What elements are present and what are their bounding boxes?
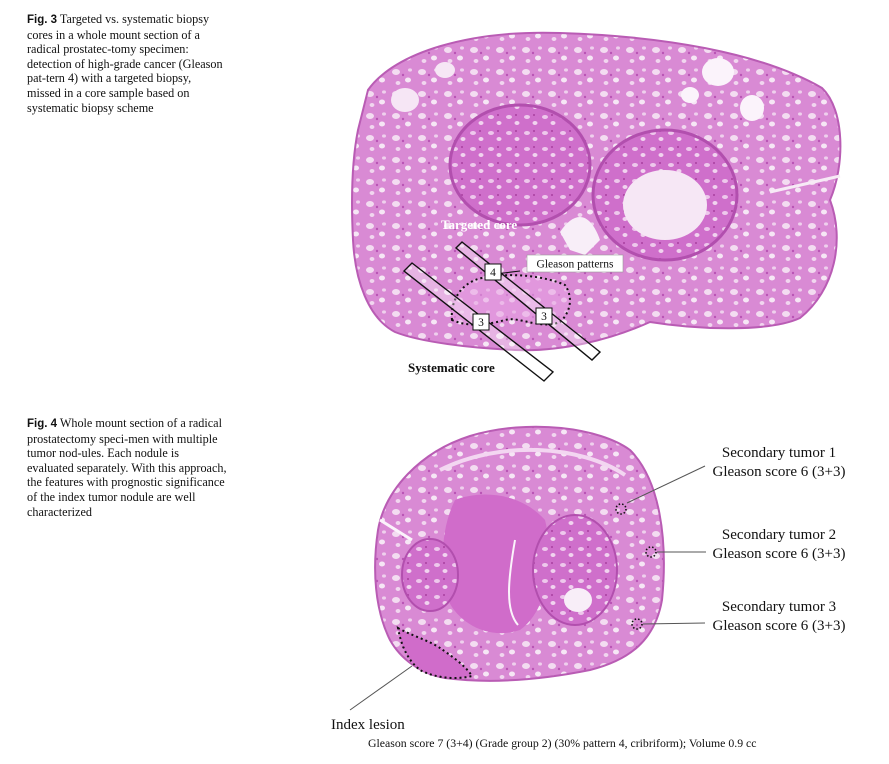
- fig3-systematic-core-label: Systematic core: [408, 360, 495, 375]
- fig4-secondary-tumor-1-name: Secondary tumor 1: [722, 445, 836, 461]
- fig4-secondary-tumor-2-score: Gleason score 6 (3+3): [712, 546, 845, 562]
- fig3-lumen: [702, 58, 734, 86]
- fig3-nodule-left: [448, 103, 592, 227]
- fig3-gleason-patterns-box: [526, 254, 624, 273]
- fig4-leader-3: [642, 622, 706, 625]
- fig3-cut-line: [769, 174, 841, 194]
- fig3-gleason-patterns-label: Gleason patterns: [537, 259, 614, 271]
- fig4-lumen: [564, 588, 592, 612]
- fig4-central-stroma: [442, 494, 550, 634]
- fig3-pattern-3-right: 3: [541, 311, 547, 323]
- fig4-secondary-tumor-3-marker: [631, 618, 643, 630]
- fig3-nodule-center-light: [623, 170, 707, 240]
- fig4-leader-index: [349, 665, 413, 711]
- fig4-secondary-tumor-1-marker: [615, 503, 627, 515]
- fig3-number: Fig. 3: [27, 14, 58, 26]
- fig4-index-lesion-details: Gleason score 7 (3+4) (Grade group 2) (3…: [368, 736, 757, 750]
- fig3-caption-text: Targeted vs. systematic biopsy cores in …: [27, 12, 223, 115]
- fig4-secondary-tumor-2-marker: [645, 546, 657, 558]
- fig4-secondary-tumor-2-name: Secondary tumor 2: [722, 527, 836, 543]
- fig3-caption: Fig. 3 Targeted vs. systematic biopsy co…: [27, 12, 227, 115]
- fig3-pattern-3-left: 3: [478, 317, 484, 329]
- fig3-lumen: [435, 62, 455, 78]
- fig4-leader-1: [626, 465, 706, 504]
- fig4-index-lesion-name: Index lesion: [331, 717, 405, 733]
- fig3-pattern-4: 4: [490, 267, 496, 279]
- fig3-lumen: [391, 88, 419, 112]
- fig4-secondary-tumor-3-name: Secondary tumor 3: [722, 599, 836, 615]
- fig4-nodule-left: [401, 538, 459, 612]
- fig4-number: Fig. 4: [27, 418, 58, 430]
- fig3-pattern-3-left-box: [472, 313, 490, 331]
- fig4-nodule-right: [532, 514, 618, 626]
- fig4-capsule-band: [439, 447, 627, 477]
- fig3-urethra: [560, 217, 600, 255]
- fig3-lumen: [681, 87, 699, 103]
- fig4-urethra-line: [508, 539, 519, 626]
- fig3-targeted-core-label: Targeted core: [441, 217, 517, 232]
- fig4-caption-text: Whole mount section of a radical prostat…: [27, 416, 227, 519]
- fig3-pattern-4-box: [484, 263, 502, 281]
- fig4-secondary-tumor-3-score: Gleason score 6 (3+3): [712, 618, 845, 634]
- fig3-pattern-3-right-box: [535, 307, 553, 325]
- fig4-tissue-image: [374, 425, 665, 682]
- fig4-caption: Fig. 4 Whole mount section of a radical …: [27, 416, 227, 519]
- fig4-secondary-tumor-1-score: Gleason score 6 (3+3): [712, 464, 845, 480]
- fig4-index-lesion-outline: [396, 626, 474, 679]
- fig3-tissue-image: [351, 31, 842, 352]
- fig3-lumen: [740, 95, 764, 121]
- fig4-crack: [379, 518, 413, 542]
